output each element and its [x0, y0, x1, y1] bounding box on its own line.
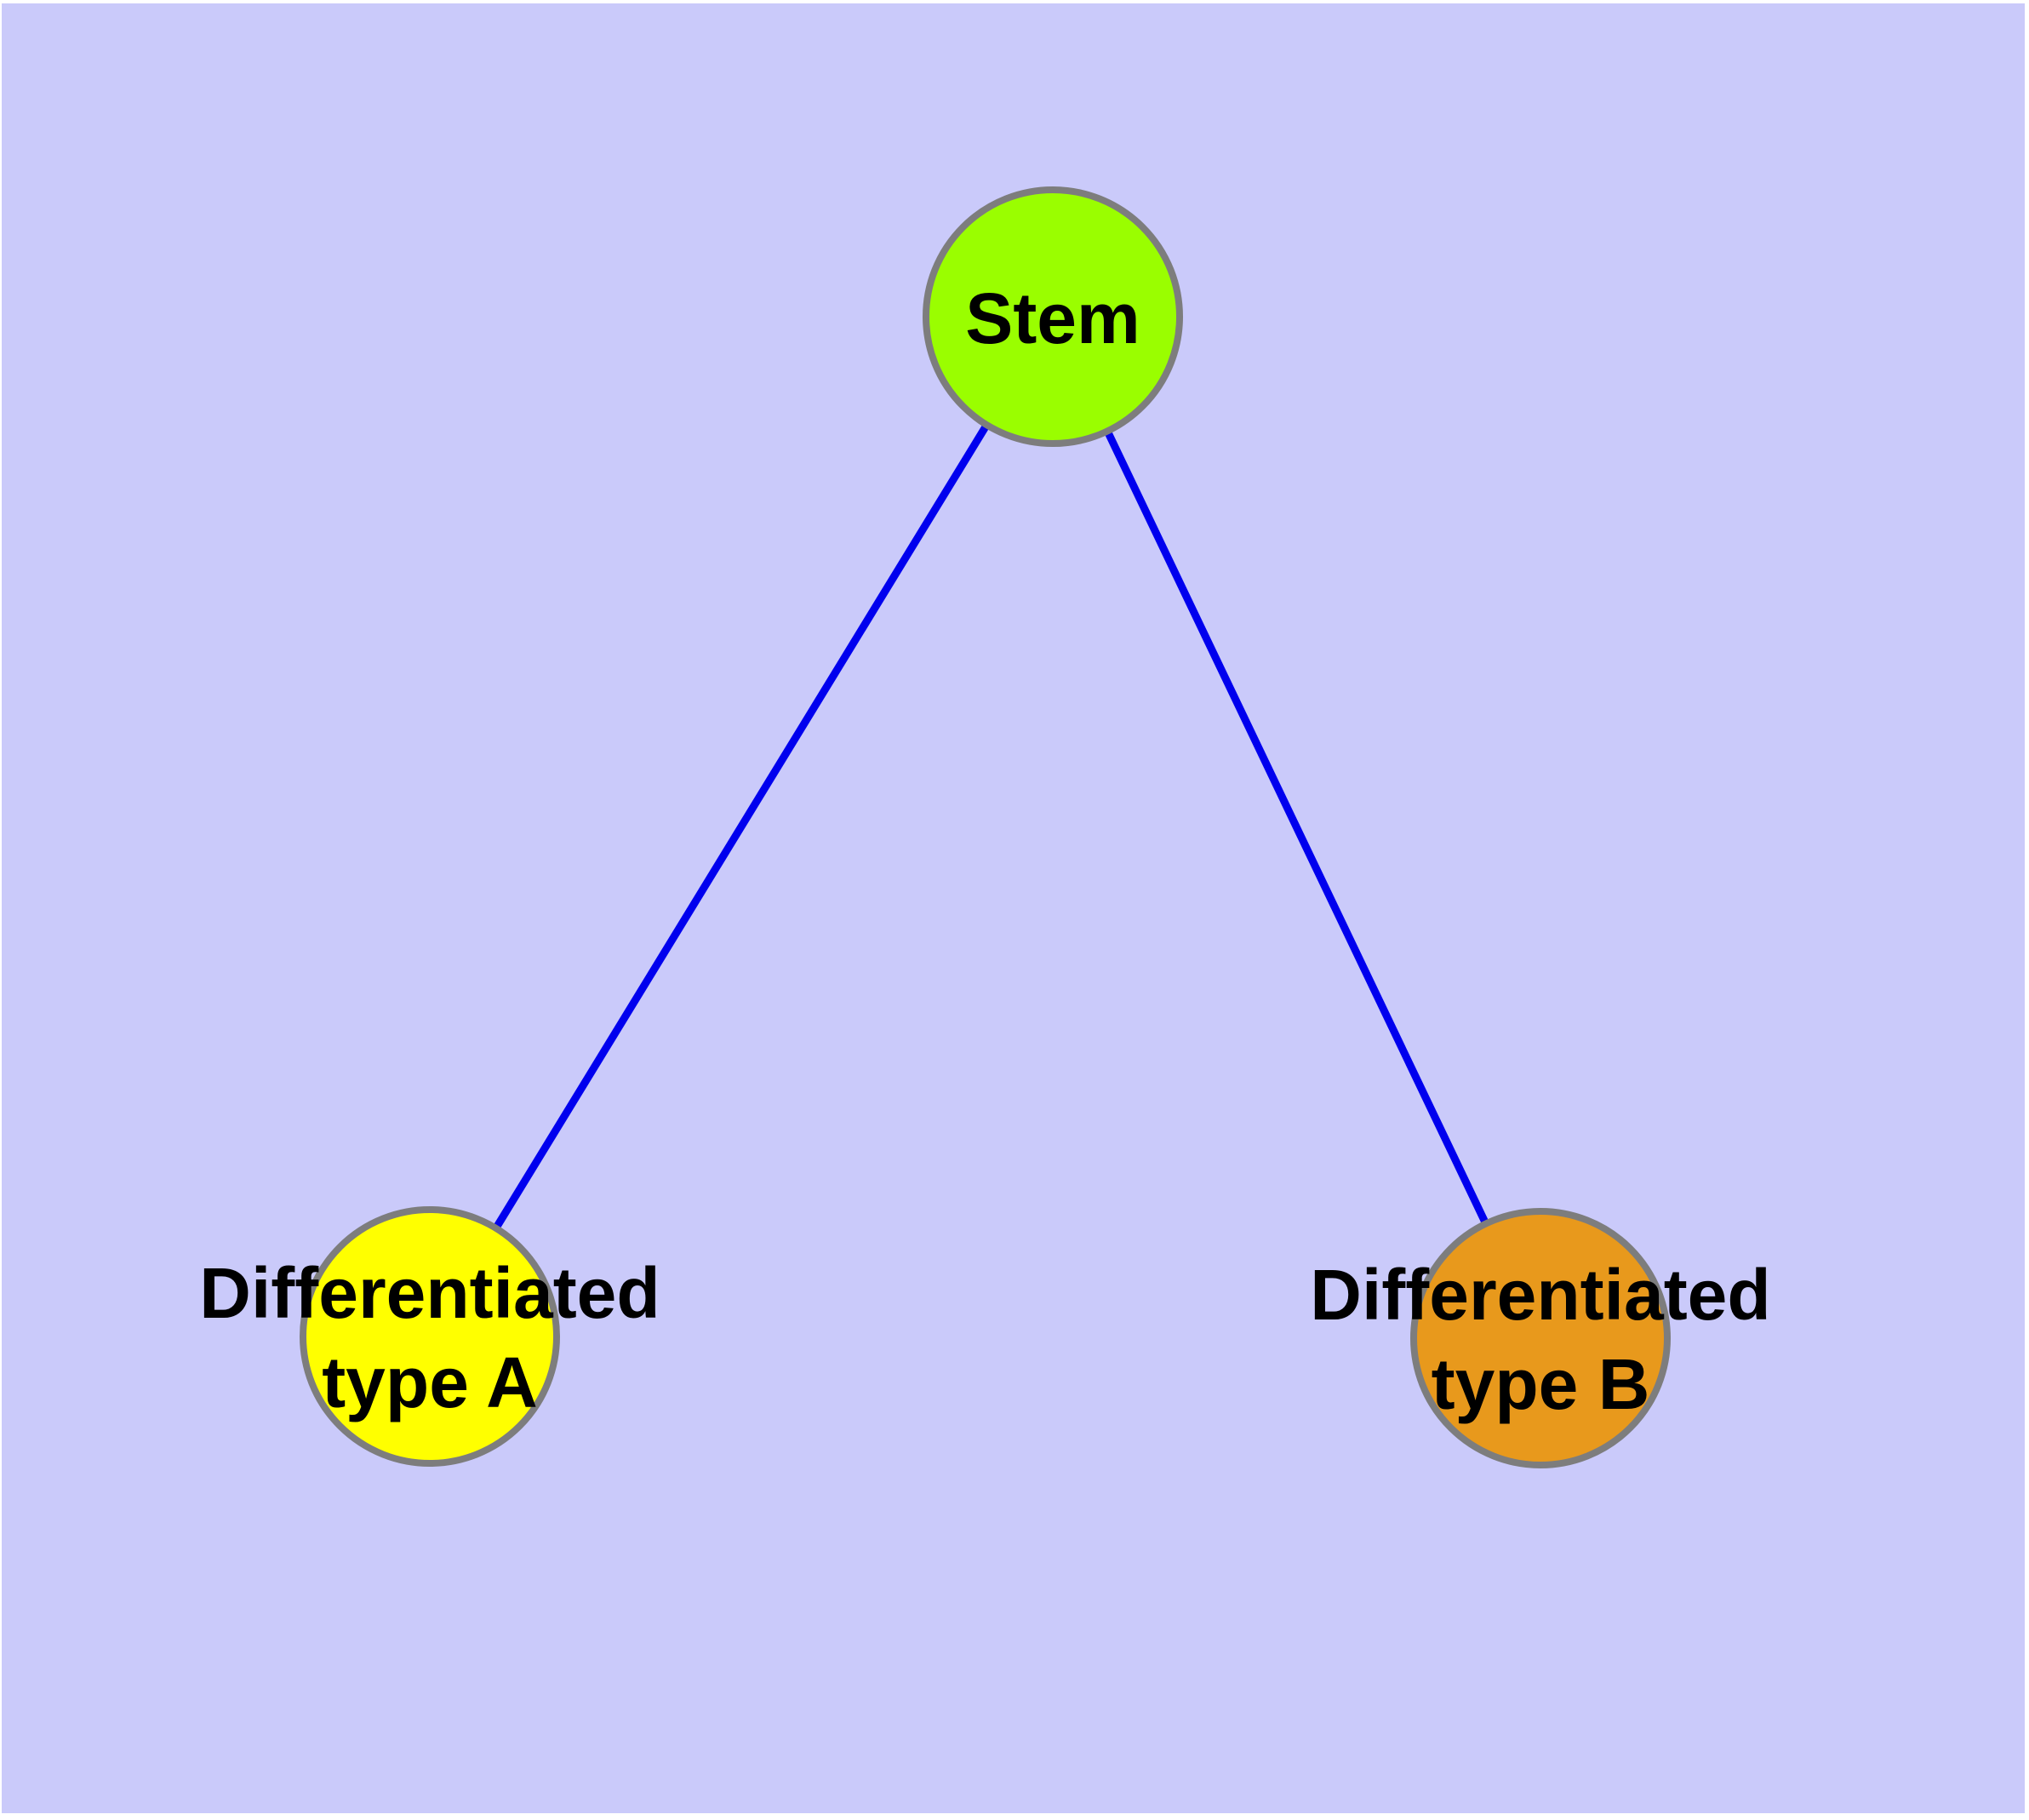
node-group — [300, 186, 1671, 1468]
edge-group — [426, 314, 1545, 1340]
node-type-b-label-line1: Differentiated — [1310, 1255, 1770, 1335]
label-group: Stem Differentiated type A Differentiate… — [199, 278, 1770, 1424]
node-differentiated-type-b — [1410, 1208, 1671, 1468]
node-type-a-label-line2: type A — [322, 1342, 538, 1422]
node-stem-label: Stem — [965, 278, 1140, 358]
node-stem — [923, 186, 1183, 447]
node-type-b-label-line2: type B — [1432, 1344, 1650, 1424]
node-differentiated-type-a — [300, 1206, 560, 1467]
edge-stem-to-type-a — [426, 314, 1056, 1339]
node-type-a-label-line1: Differentiated — [199, 1253, 660, 1333]
edge-stem-to-type-b — [1049, 315, 1545, 1340]
